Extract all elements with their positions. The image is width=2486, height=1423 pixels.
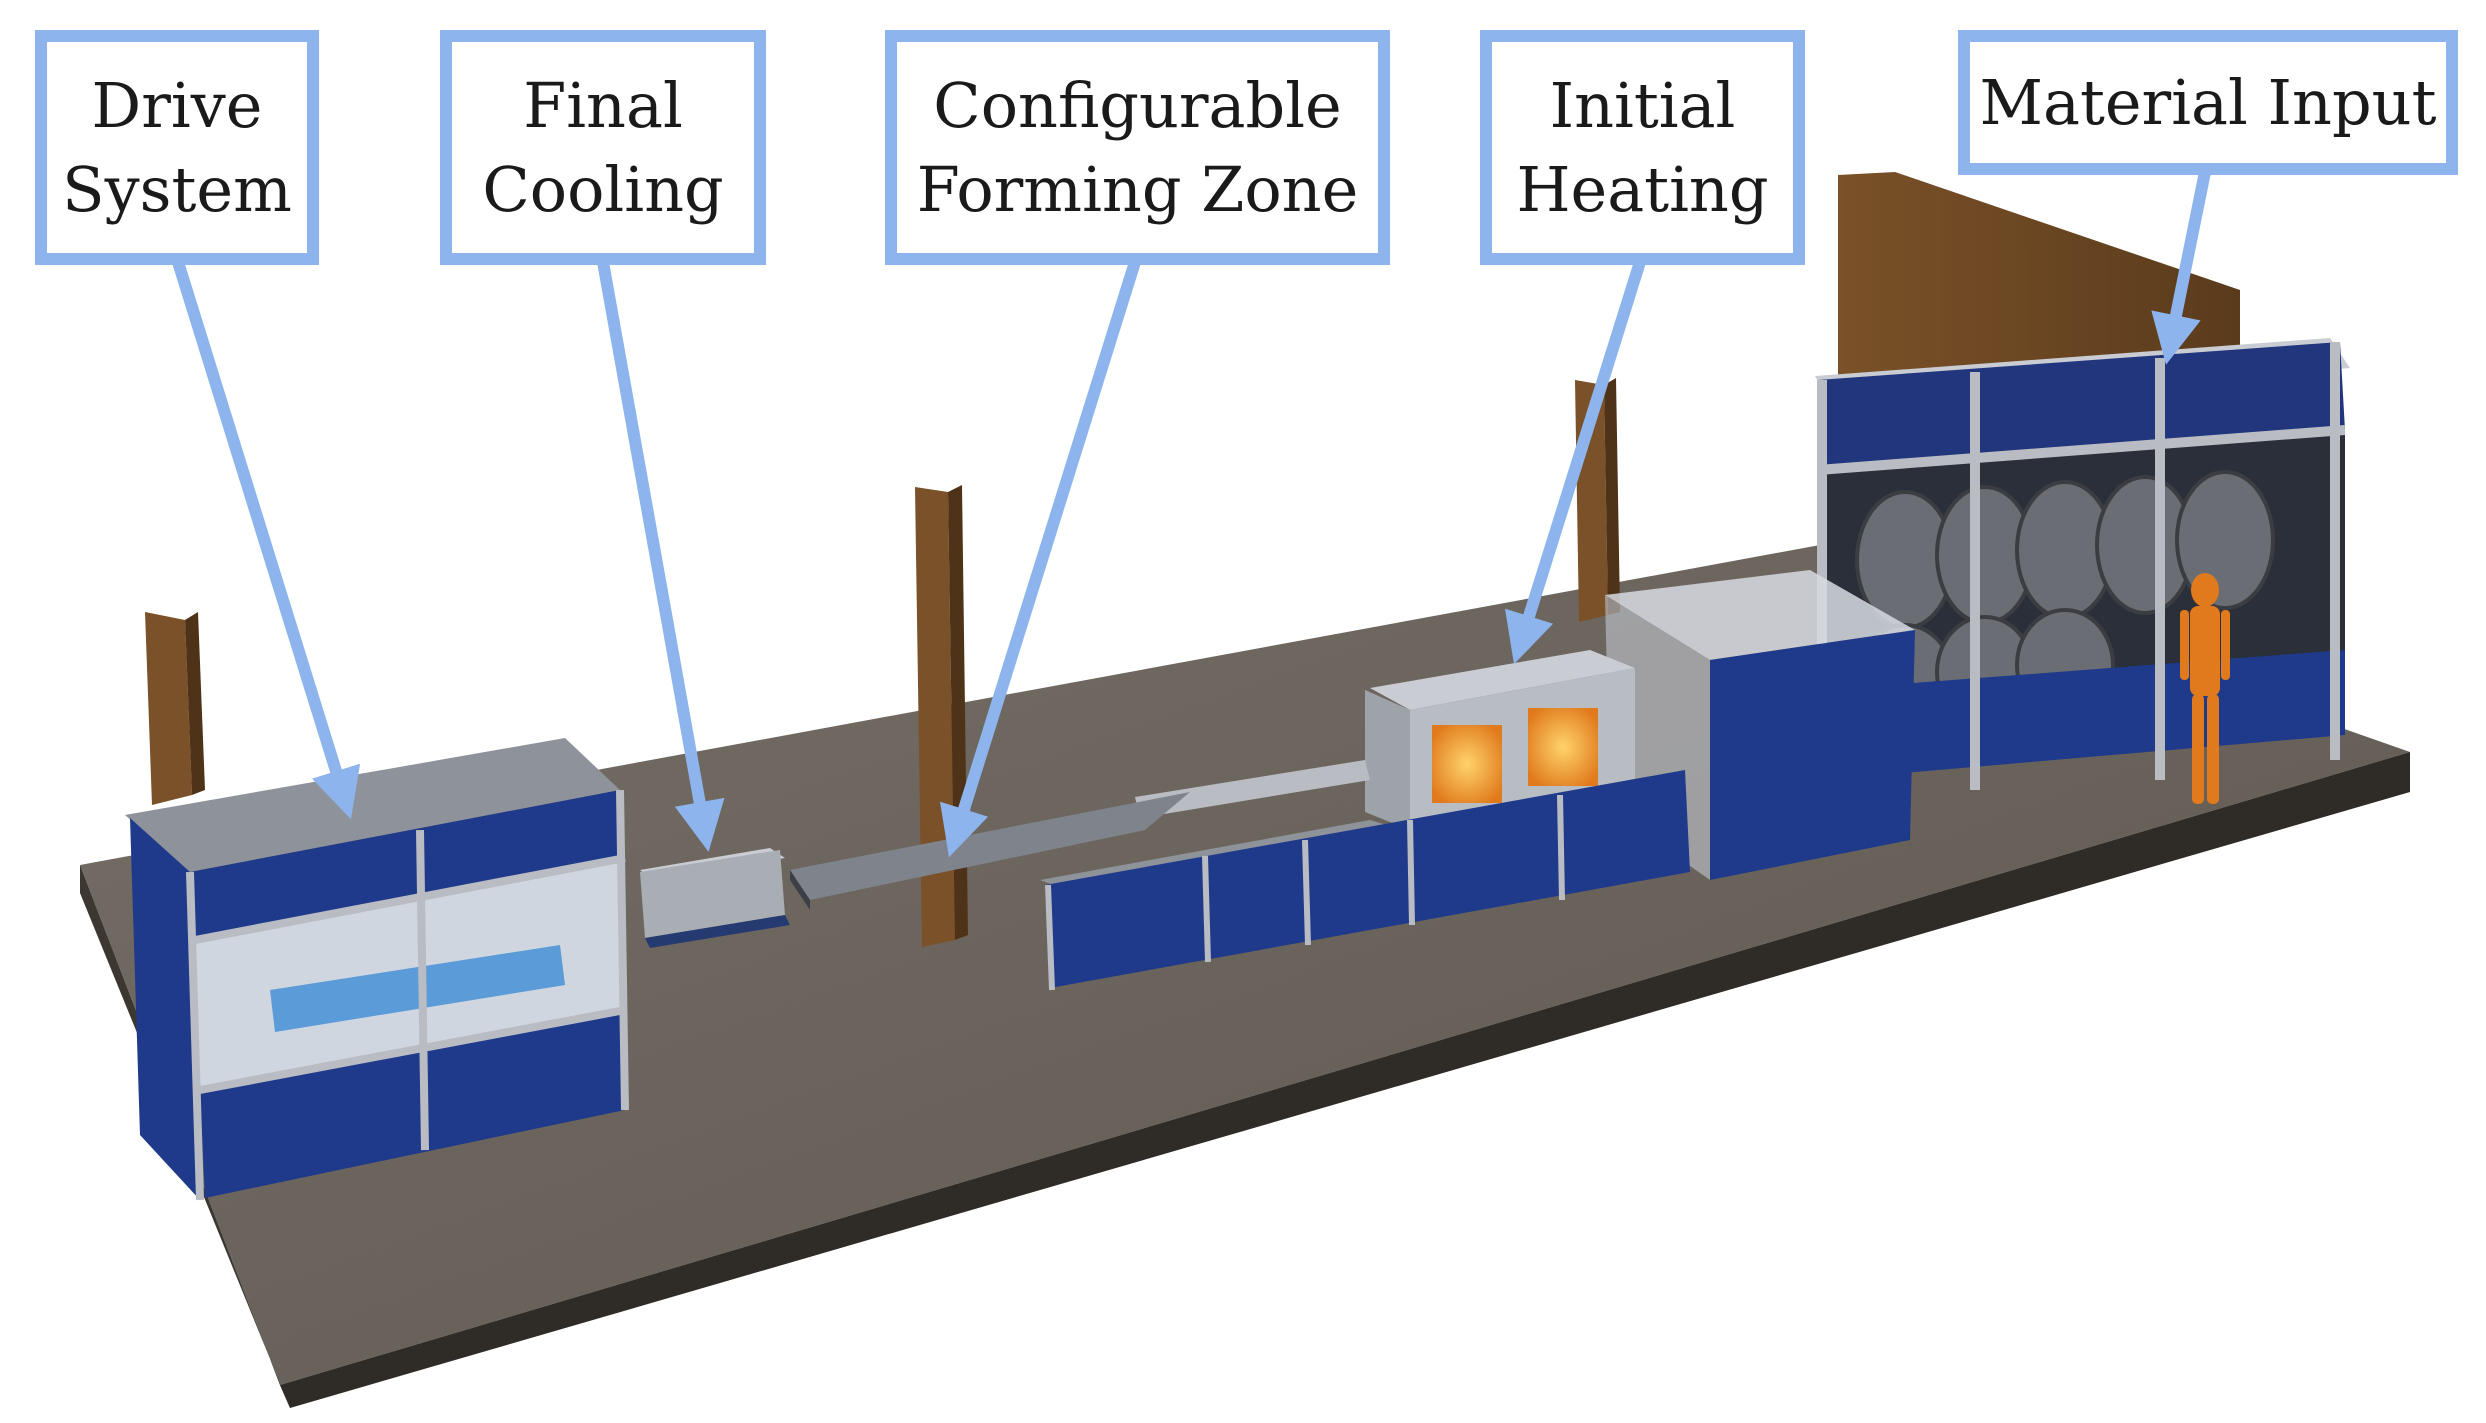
person-figure: [2180, 573, 2230, 804]
drive-system-unit: [125, 738, 629, 1201]
callout-material-input: Material Input: [1958, 30, 2458, 175]
heating-oven: [1365, 650, 1635, 832]
callout-drive-system: Drive System: [35, 30, 319, 265]
label-line: Heating: [1516, 152, 1769, 226]
label-line: Drive: [91, 68, 263, 142]
cooling-unit: [640, 848, 790, 948]
label-line: Configurable: [933, 68, 1342, 142]
arrow-icon: [172, 260, 361, 820]
callout-initial-heating: Initial Heating: [1480, 30, 1805, 265]
callout-forming-zone: Configurable Forming Zone: [885, 30, 1390, 265]
arrow-icon: [1504, 260, 1646, 665]
arrow-icon: [2151, 170, 2211, 365]
label-line: System: [62, 152, 292, 226]
arrow-icon: [597, 260, 725, 852]
arrow-icon: [939, 260, 1141, 858]
label-line: Cooling: [482, 152, 724, 226]
callout-final-cooling: Final Cooling: [440, 30, 766, 265]
callout-arrows: [172, 170, 2211, 858]
forming-table: [790, 792, 1190, 910]
label-line: Forming Zone: [916, 152, 1359, 226]
label-line: Final: [523, 68, 683, 142]
label-line: Material Input: [1979, 65, 2437, 139]
forming-zone-base: [1040, 760, 1690, 991]
label-line: Initial: [1549, 68, 1736, 142]
